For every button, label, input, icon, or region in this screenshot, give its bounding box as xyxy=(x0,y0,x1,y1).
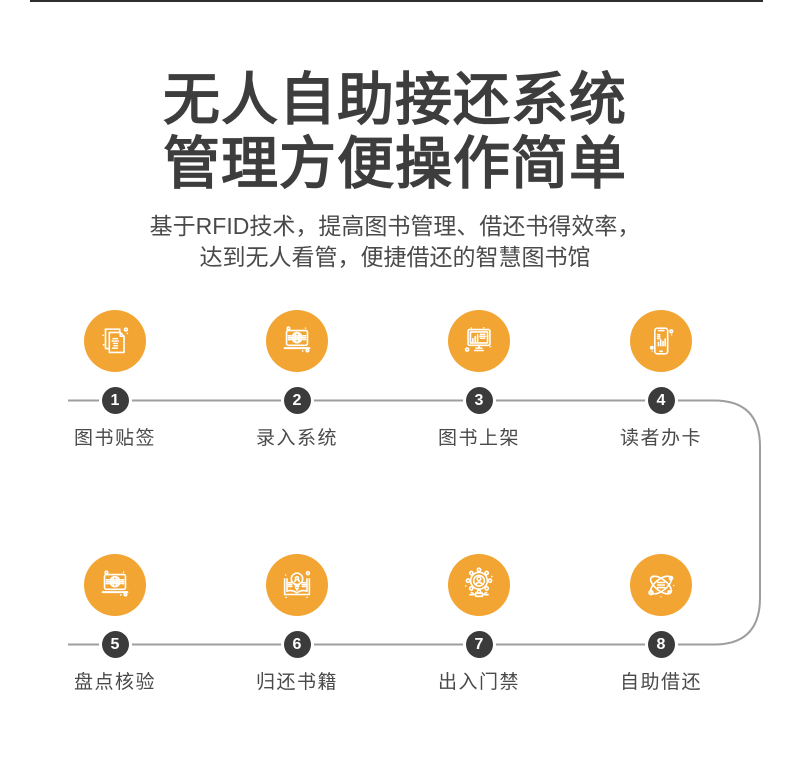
atom-icon xyxy=(630,554,692,616)
step-label: 自助借还 xyxy=(619,672,702,693)
subtitle-line-2: 达到无人看管，便捷借还的智慧图书馆 xyxy=(199,244,591,270)
flow-step: 3 图书上架 xyxy=(388,310,570,450)
step-number-badge: 5 xyxy=(101,631,129,658)
flow-step: 4 读者办卡 xyxy=(570,310,752,450)
step-number-badge: 3 xyxy=(465,387,493,414)
flow-step: 5 盘点核验 xyxy=(24,554,206,694)
step-label: 录入系统 xyxy=(255,428,338,449)
title-line-1: 无人自助接还系统 xyxy=(163,68,627,132)
flow-step: 2 录入系统 xyxy=(206,310,388,450)
book-bulb-icon xyxy=(266,554,328,616)
monitor-chart-icon xyxy=(448,310,510,372)
step-label: 读者办卡 xyxy=(619,428,702,449)
step-label: 归还书籍 xyxy=(255,672,338,693)
flow-step: 1 图书贴签 xyxy=(24,310,206,450)
step-number-badge: 8 xyxy=(647,631,675,658)
flow-row-2: 5 盘点核验 xyxy=(24,554,752,694)
step-label: 图书上架 xyxy=(437,428,520,449)
top-divider-line xyxy=(30,0,763,2)
step-number-badge: 7 xyxy=(465,631,493,658)
phone-chart-icon xyxy=(630,310,692,372)
binary-document-icon xyxy=(84,310,146,372)
step-number-badge: 6 xyxy=(283,631,311,658)
flow-row-1: 1 图书贴签 xyxy=(24,310,752,450)
flow-step: 6 归还书籍 xyxy=(206,554,388,694)
page-title: 无人自助接还系统 管理方便操作简单 xyxy=(0,68,790,196)
flow-step: 7 出入门禁 xyxy=(388,554,570,694)
title-line-2: 管理方便操作简单 xyxy=(163,132,627,196)
step-number-badge: 1 xyxy=(101,387,129,414)
step-label: 盘点核验 xyxy=(73,672,156,693)
step-label: 出入门禁 xyxy=(437,672,520,693)
laptop-globe-icon xyxy=(266,310,328,372)
step-label: 图书贴签 xyxy=(73,428,156,449)
step-number-badge: 2 xyxy=(283,387,311,414)
flow-step: 8 自助借还 xyxy=(570,554,752,694)
step-number-badge: 4 xyxy=(647,387,675,414)
laptop-globe-icon xyxy=(84,554,146,616)
subtitle-line-1: 基于RFID技术，提高图书管理、借还书得效率， xyxy=(149,213,641,239)
gear-person-icon xyxy=(448,554,510,616)
page-subtitle: 基于RFID技术，提高图书管理、借还书得效率， 达到无人看管，便捷借还的智慧图书… xyxy=(0,211,790,273)
